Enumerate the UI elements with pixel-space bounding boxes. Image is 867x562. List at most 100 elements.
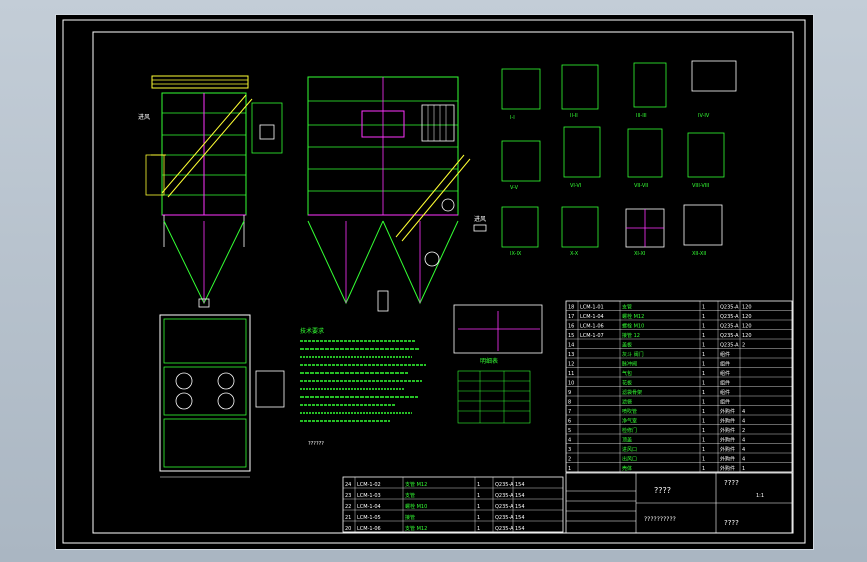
drawing-border-outer [62, 19, 806, 544]
table-cell: 支管 M12 [405, 525, 427, 532]
cad-drawing: 进风 [62, 19, 806, 544]
table-cell: 外购件 [720, 437, 735, 444]
table-cell: 1 [702, 324, 705, 330]
table-cell: 1 [742, 466, 745, 472]
technical-notes: 技术要求 [300, 327, 426, 422]
table-cell: 4 [742, 419, 745, 425]
table-cell: 出风口 [622, 456, 637, 463]
table-cell: 21 [345, 515, 351, 521]
table-cell: 喷吹管 [622, 408, 637, 415]
table-cell: 4 [742, 438, 745, 444]
title-block-drawing-no: ???? [724, 479, 739, 487]
cad-viewport[interactable]: 进风 [55, 14, 814, 550]
table-cell: 1 [702, 466, 705, 472]
section-label: III-III [636, 113, 647, 119]
table-cell: 盖板 [622, 342, 632, 349]
section-label: VI-VI [570, 183, 581, 189]
table-cell: 120 [742, 333, 752, 339]
table-cell: 滤袋 [622, 399, 632, 406]
table-cell: 接管 12 [622, 332, 640, 339]
table-cell: 120 [742, 324, 752, 330]
table-cell: LCM-1-04 [357, 504, 381, 510]
section-details [501, 60, 737, 248]
table-cell: 螺栓 M10 [622, 323, 644, 330]
table-cell: 1 [702, 400, 705, 406]
table-cell: 17 [568, 314, 574, 320]
table-cell: 4 [568, 438, 571, 444]
table-cell: 7 [568, 409, 571, 415]
table-cell: 1 [568, 466, 571, 472]
table-cell: 外购件 [720, 408, 735, 415]
table-cell: 组件 [720, 361, 730, 368]
right-hopper-1 [307, 220, 384, 305]
table-cell: 18 [568, 305, 574, 311]
table-cell: 外购件 [720, 446, 735, 453]
table-cell: LCM-1-05 [357, 515, 381, 521]
section-label: X-X [570, 251, 579, 257]
legend-title: 明细表 [480, 357, 498, 365]
table-cell: 外购件 [720, 418, 735, 425]
table-cell: Q235-A [495, 493, 514, 499]
plan-outline [159, 314, 251, 472]
table-cell: Q235-A [495, 526, 514, 532]
title-block: ???? ?????????? ???? ???? 1:1 [565, 472, 793, 534]
table-cell: 4 [742, 409, 745, 415]
table-cell: 气包 [622, 370, 632, 377]
table-cell: 13 [568, 352, 574, 358]
right-elevation-view: 进风 [307, 76, 487, 312]
table-cell: 22 [345, 504, 351, 510]
table-cell: Q235-A [720, 314, 739, 320]
table-cell: 组件 [720, 370, 730, 377]
table-cell: 1 [477, 504, 480, 510]
table-cell: Q235-A [720, 333, 739, 339]
table-cell: 14 [568, 343, 574, 349]
section-label: VIII-VIII [692, 183, 709, 189]
table-cell: 螺栓 M10 [405, 503, 427, 510]
section-label: V-V [510, 185, 519, 191]
table-cell: 10 [568, 381, 574, 387]
table-cell: 1 [702, 390, 705, 396]
section-label: VII-VII [634, 183, 648, 189]
table-cell: 1 [702, 419, 705, 425]
title-block-sheet: ???? [724, 519, 739, 527]
table-cell: 154 [515, 515, 525, 521]
table-cell: 16 [568, 324, 574, 330]
table-cell: 组件 [720, 399, 730, 406]
table-cell: 1 [702, 305, 705, 311]
table-cell: 1 [702, 362, 705, 368]
table-cell: 1 [702, 409, 705, 415]
table-cell: 4 [742, 447, 745, 453]
title-block-title: ???? [654, 486, 671, 495]
table-cell: Q235-A [720, 324, 739, 330]
table-cell: LCM-1-03 [357, 493, 381, 499]
table-cell: 154 [515, 526, 525, 532]
right-inlet-callout: 进风 [474, 215, 486, 223]
table-cell: 1 [702, 343, 705, 349]
section-label: II-II [570, 113, 578, 119]
table-cell: Q235-A [720, 343, 739, 349]
section-label: IX-IX [510, 251, 522, 257]
table-cell: 2 [742, 428, 745, 434]
legend-block: 明细表 [457, 357, 531, 424]
table-cell: LCM-1-02 [357, 482, 381, 488]
table-cell: 20 [345, 526, 351, 532]
table-cell: 6 [568, 419, 571, 425]
table-cell: 组件 [720, 380, 730, 387]
table-cell: 1 [477, 526, 480, 532]
section-label: XI-XI [634, 251, 645, 257]
table-cell: 1 [702, 352, 705, 358]
table-cell: LCM-1-06 [580, 324, 604, 330]
table-cell: 外购件 [720, 465, 735, 472]
table-cell: 螺栓 M12 [622, 313, 644, 320]
table-cell: LCM-1-01 [580, 305, 604, 311]
table-cell: 24 [345, 482, 351, 488]
table-cell: 11 [568, 371, 574, 377]
notes-title: 技术要求 [300, 327, 324, 335]
table-cell: 154 [515, 493, 525, 499]
table-cell: Q235-A [720, 305, 739, 311]
table-cell: 检修门 [622, 427, 637, 434]
table-cell: 1 [477, 482, 480, 488]
table-cell: 花板 [622, 380, 632, 387]
table-cell: 壳体 [622, 465, 632, 472]
table-cell: LCM-1-04 [580, 314, 604, 320]
